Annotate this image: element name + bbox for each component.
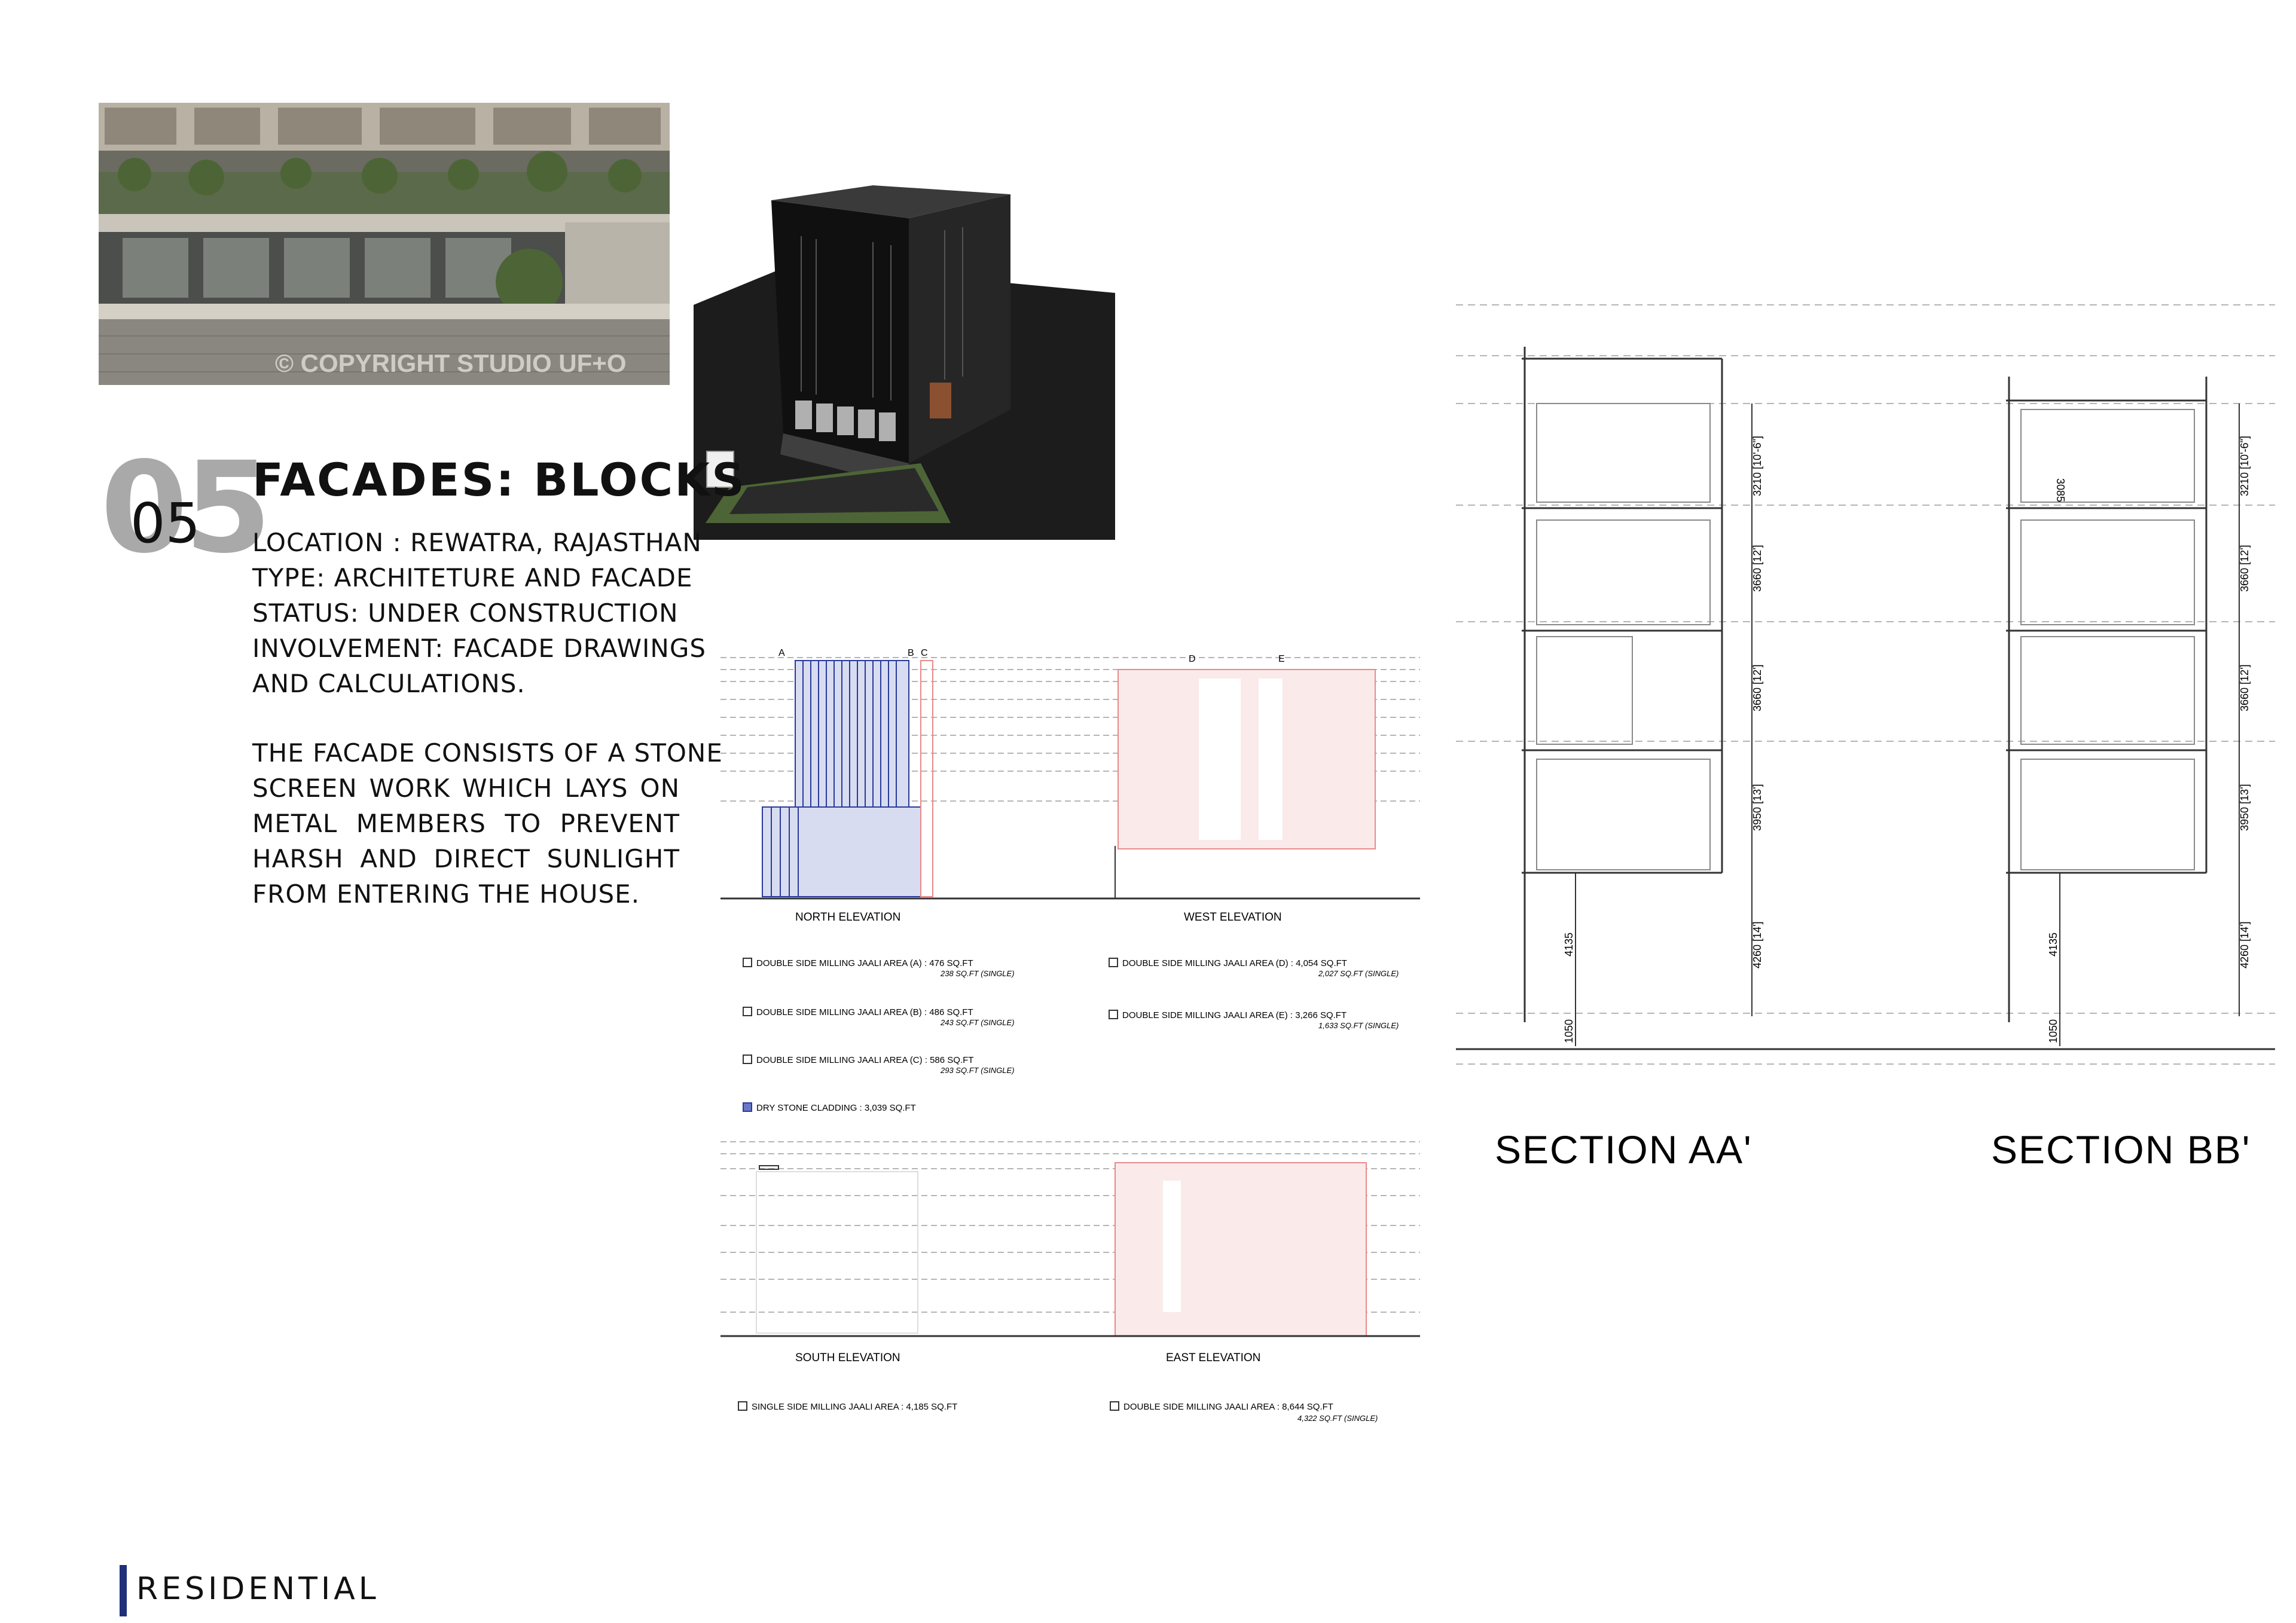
- dim-aa-4: 3950 [13']: [1751, 784, 1763, 831]
- description-line: HARSH AND DIRECT SUNLIGHT: [252, 844, 680, 873]
- project-number-small: 05: [130, 491, 201, 555]
- north-elevation-title: NORTH ELEVATION: [795, 911, 900, 924]
- legend-jaali-d: DOUBLE SIDE MILLING JAALI AREA (D) : 4,0…: [1122, 958, 1347, 968]
- section-bb-title: SECTION BB': [1991, 1127, 2251, 1172]
- legend-jaali-e-sub: 1,633 SQ.FT (SINGLE): [1318, 1021, 1399, 1030]
- project-title: FACADES: BLOCKS: [252, 453, 746, 506]
- project-status: STATUS: UNDER CONSTRUCTION: [252, 598, 679, 628]
- dim-bb-6: 4135: [2047, 933, 2059, 956]
- legend-jaali-c-sub: 293 SQ.FT (SINGLE): [940, 1066, 1015, 1075]
- dim-bb-3: 3660 [12']: [2239, 664, 2251, 711]
- legend-jaali-d-sub: 2,027 SQ.FT (SINGLE): [1318, 969, 1399, 978]
- east-elevation-title: EAST ELEVATION: [1166, 1352, 1260, 1364]
- dim-aa-2: 3660 [12']: [1751, 545, 1763, 592]
- legend-east-jaali: DOUBLE SIDE MILLING JAALI AREA : 8,644 S…: [1123, 1402, 1333, 1412]
- west-elevation-title: WEST ELEVATION: [1184, 911, 1282, 924]
- elevation-drawings: A B C D E NORTH ELEVATION WEST ELEVATION: [720, 643, 1426, 1444]
- photo-watermark: © COPYRIGHT STUDIO UF+O: [275, 349, 627, 377]
- dim-bb-8: 3085: [2054, 478, 2066, 502]
- dim-bb-4: 3950 [13']: [2239, 784, 2251, 831]
- grid-label-c: C: [921, 648, 928, 658]
- south-elevation-title: SOUTH ELEVATION: [795, 1352, 900, 1364]
- legend-south-jaali: SINGLE SIDE MILLING JAALI AREA : 4,185 S…: [752, 1402, 957, 1412]
- description-line: FROM ENTERING THE HOUSE.: [252, 879, 640, 909]
- section-aa-title: SECTION AA': [1495, 1127, 1752, 1172]
- project-info: LOCATION : REWATRA, RAJASTHAN TYPE: ARCH…: [252, 525, 707, 701]
- section-drawings: 3210 [10'-6"] 3660 [12'] 3660 [12'] 3950…: [1456, 299, 2278, 1076]
- footer-category: RESIDENTIAL: [136, 1571, 380, 1607]
- project-number-large: 05: [100, 435, 271, 581]
- project-involvement: INVOLVEMENT: FACADE DRAWINGS: [252, 634, 707, 663]
- legend-east-jaali-sub: 4,322 SQ.FT (SINGLE): [1297, 1414, 1378, 1423]
- dim-aa-3: 3660 [12']: [1751, 664, 1763, 711]
- description-line: METAL MEMBERS TO PREVENT: [252, 809, 680, 838]
- project-location: LOCATION : REWATRA, RAJASTHAN: [252, 528, 702, 557]
- footer-accent-bar: [120, 1565, 127, 1616]
- description-line: SCREEN WORK WHICH LAYS ON: [252, 774, 680, 803]
- grid-label-e: E: [1278, 654, 1285, 664]
- dim-bb-1: 3210 [10'-6"]: [2239, 436, 2251, 496]
- dim-aa-5: 4260 [14']: [1751, 921, 1763, 968]
- legend-jaali-b: DOUBLE SIDE MILLING JAALI AREA (B) : 486…: [756, 1007, 973, 1017]
- legend-jaali-e: DOUBLE SIDE MILLING JAALI AREA (E) : 3,2…: [1122, 1010, 1347, 1020]
- facade-photo: © COPYRIGHT STUDIO UF+O: [99, 103, 670, 385]
- legend-stone-cladding: DRY STONE CLADDING : 3,039 SQ.FT: [756, 1103, 916, 1113]
- dim-bb-5: 4260 [14']: [2239, 921, 2251, 968]
- project-type: TYPE: ARCHITETURE AND FACADE: [252, 563, 693, 592]
- project-involvement-cont: AND CALCULATIONS.: [252, 669, 526, 698]
- grid-label-d: D: [1189, 654, 1196, 664]
- legend-jaali-b-sub: 243 SQ.FT (SINGLE): [940, 1018, 1015, 1027]
- dim-bb-7: 1050: [2047, 1019, 2059, 1043]
- dim-bb-2: 3660 [12']: [2239, 545, 2251, 592]
- legend-jaali-a: DOUBLE SIDE MILLING JAALI AREA (A) : 476…: [756, 958, 973, 968]
- description-line: THE FACADE CONSISTS OF A STONE: [252, 738, 723, 768]
- legend-jaali-c: DOUBLE SIDE MILLING JAALI AREA (C) : 586…: [756, 1055, 973, 1065]
- dim-aa-6: 4135: [1563, 933, 1575, 956]
- grid-label-a: A: [778, 648, 785, 658]
- project-description: THE FACADE CONSISTS OF A STONE SCREEN WO…: [252, 735, 723, 912]
- grid-label-b: B: [908, 648, 914, 658]
- dim-aa-1: 3210 [10'-6"]: [1751, 436, 1763, 496]
- dim-aa-7: 1050: [1563, 1019, 1575, 1043]
- building-render: [694, 152, 1115, 540]
- legend-jaali-a-sub: 238 SQ.FT (SINGLE): [940, 969, 1015, 978]
